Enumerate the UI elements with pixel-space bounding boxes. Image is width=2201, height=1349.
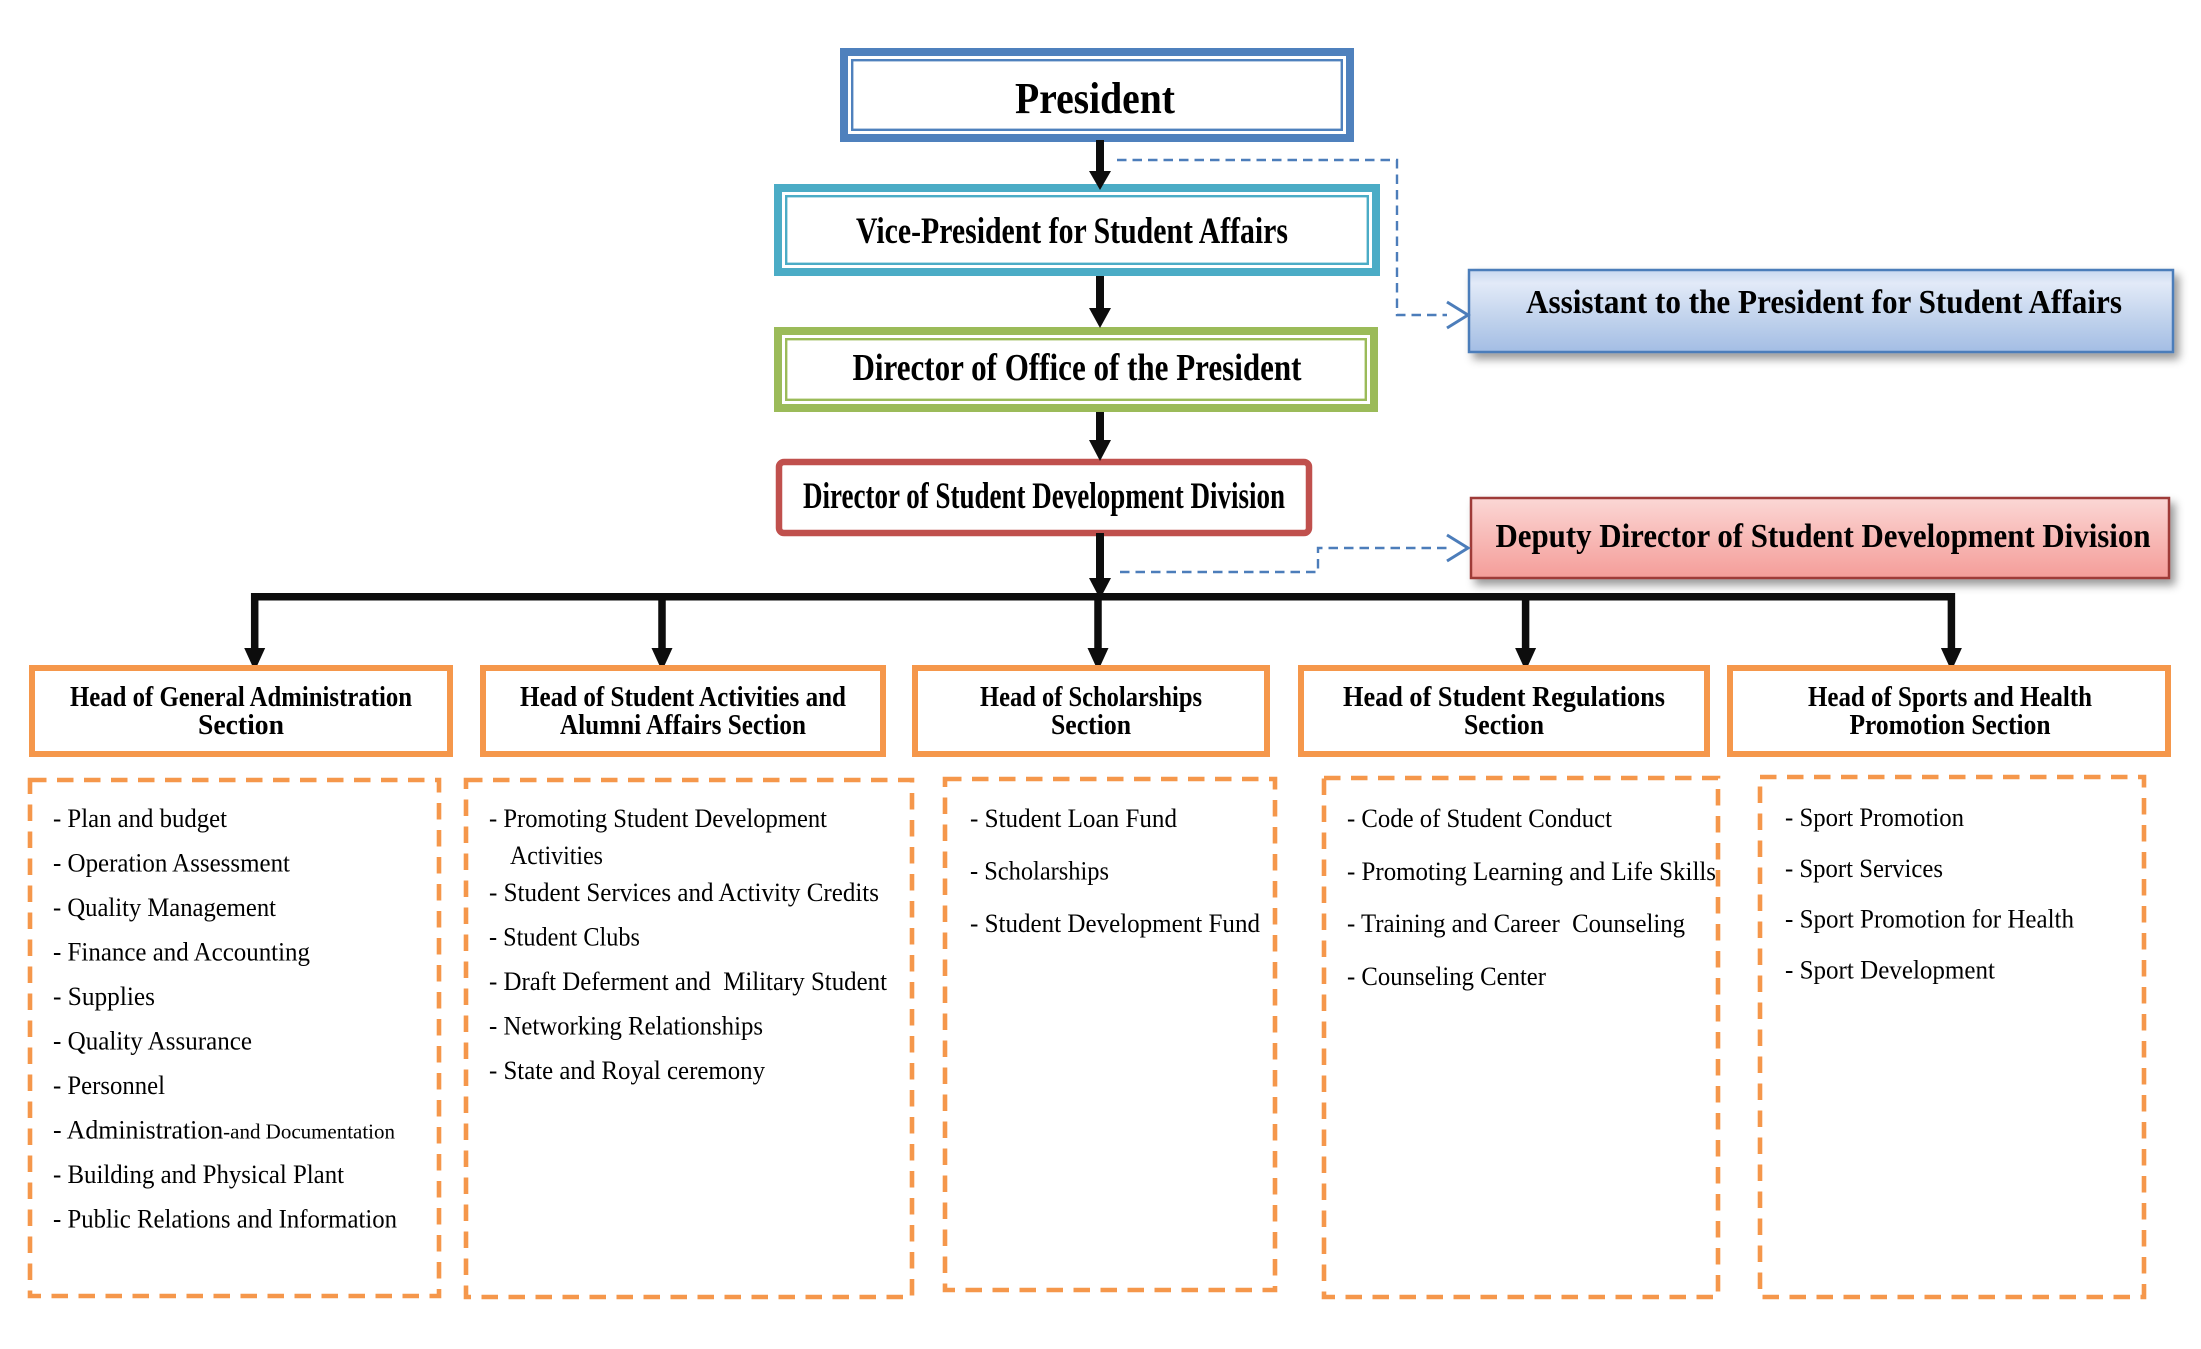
svg-text:- Sport Development: - Sport Development bbox=[1785, 955, 1996, 985]
svg-text:Director of Student Developmen: Director of Student Development Division bbox=[803, 476, 1285, 517]
svg-text:- Networking Relationships: - Networking Relationships bbox=[489, 1011, 763, 1041]
svg-text:Head of Student Regulations: Head of Student Regulations bbox=[1343, 682, 1665, 713]
svg-text:- Plan and budget: - Plan and budget bbox=[53, 803, 228, 833]
svg-text:- Promoting Student Developmen: - Promoting Student Development bbox=[489, 803, 828, 833]
svg-text:Head of General Administration: Head of General Administration bbox=[70, 682, 412, 713]
svg-text:- Student Services and Activit: - Student Services and Activity Credits bbox=[489, 877, 879, 907]
svg-text:- Sport Services: - Sport Services bbox=[1785, 853, 1943, 883]
svg-text:- Scholarships: - Scholarships bbox=[970, 856, 1109, 886]
svg-text:- Supplies: - Supplies bbox=[53, 981, 155, 1011]
svg-text:President: President bbox=[1015, 74, 1175, 123]
svg-text:Section: Section bbox=[1051, 710, 1131, 741]
svg-text:Deputy Director of Student Dev: Deputy Director of Student Development D… bbox=[1496, 518, 2151, 555]
svg-text:Head of Student Activities and: Head of Student Activities and bbox=[520, 682, 846, 713]
svg-text:Director of Office of the Pres: Director of Office of the President bbox=[853, 347, 1302, 389]
svg-text:- Building and Physical Plant: - Building and Physical Plant bbox=[53, 1159, 345, 1189]
svg-text:- State and Royal ceremony: - State and Royal ceremony bbox=[489, 1055, 766, 1085]
svg-text:Section: Section bbox=[198, 710, 284, 741]
svg-text:Alumni Affairs Section: Alumni Affairs Section bbox=[560, 710, 806, 741]
svg-text:Activities: Activities bbox=[510, 840, 603, 870]
svg-text:- Code of Student Conduct: - Code of Student Conduct bbox=[1347, 803, 1613, 833]
svg-text:- Sport Promotion for Health: - Sport Promotion for Health bbox=[1785, 904, 2074, 934]
svg-text:Assistant to the President for: Assistant to the President for Student A… bbox=[1526, 284, 2122, 321]
svg-text:- Student Loan Fund: - Student Loan Fund bbox=[970, 803, 1177, 833]
svg-text:- Personnel: - Personnel bbox=[53, 1070, 165, 1100]
svg-text:- Student Clubs: - Student Clubs bbox=[489, 922, 640, 952]
svg-text:Head of Sports and Health: Head of Sports and Health bbox=[1808, 682, 2092, 713]
svg-text:- Student Development Fund: - Student Development Fund bbox=[970, 908, 1260, 938]
svg-text:Vice-President for Student Aff: Vice-President for Student Affairs bbox=[856, 211, 1288, 252]
svg-text:- Quality Management: - Quality Management bbox=[53, 892, 277, 922]
svg-text:- Training and Career Counsel: - Training and Career Counseling bbox=[1347, 908, 1685, 938]
svg-text:- Promoting Learning and Life: - Promoting Learning and Life Skills bbox=[1347, 856, 1716, 886]
svg-text:- Counseling Center: - Counseling Center bbox=[1347, 961, 1546, 991]
svg-text:- Operation Assessment: - Operation Assessment bbox=[53, 848, 291, 878]
svg-text:- Sport Promotion: - Sport Promotion bbox=[1785, 802, 1964, 832]
svg-text:- Public Relations and Informa: - Public Relations and Information bbox=[53, 1204, 397, 1234]
svg-text:Head of Scholarships: Head of Scholarships bbox=[980, 682, 1202, 713]
svg-text:- Finance and Accounting: - Finance and Accounting bbox=[53, 937, 310, 967]
svg-text:- Quality Assurance: - Quality Assurance bbox=[53, 1026, 252, 1056]
svg-text:Promotion Section: Promotion Section bbox=[1850, 710, 2051, 741]
svg-text:Section: Section bbox=[1464, 710, 1544, 741]
svg-text:- Administration-and Documenta: - Administration-and Documentation bbox=[53, 1115, 395, 1145]
svg-text:- Draft Deferment and Militar: - Draft Deferment and Military Student bbox=[489, 966, 888, 996]
